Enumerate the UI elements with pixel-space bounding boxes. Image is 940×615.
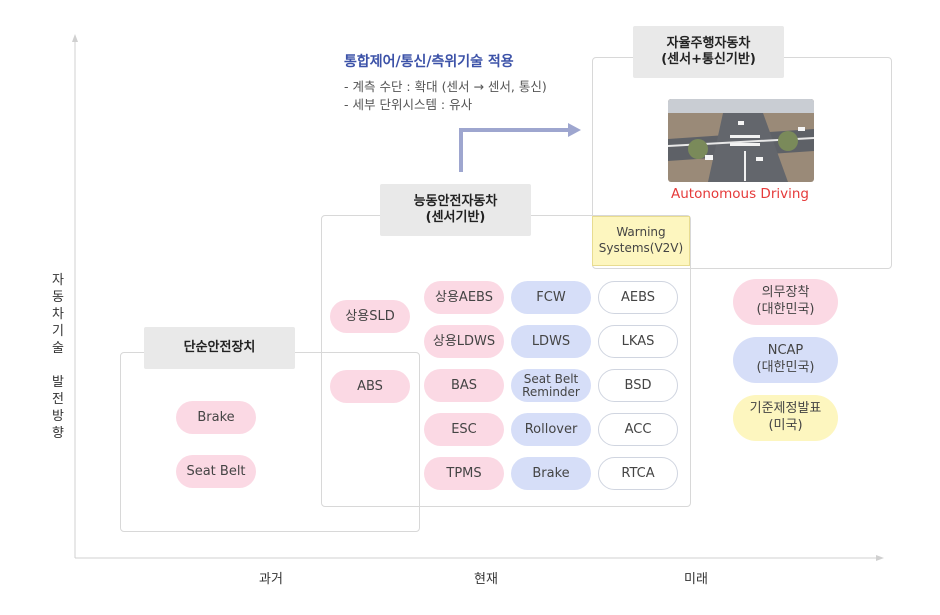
- autonomous-driving-image: [668, 99, 814, 182]
- tech-line-1: - 계측 수단 : 확대 (센서 → 센서, 통신): [344, 79, 547, 94]
- stage-active-label: 능동안전자동차 (센서기반): [380, 184, 531, 236]
- active-item-acc: ACC: [598, 413, 678, 446]
- active-item-rollover: Rollover: [511, 413, 591, 446]
- tech-line-2: - 세부 단위시스템 : 유사: [344, 97, 473, 112]
- active-item-bas: BAS: [424, 369, 504, 402]
- stage-simple-label: 단순안전장치: [144, 327, 295, 369]
- x-label-future: 미래: [684, 572, 708, 587]
- active-item-tpms: TPMS: [424, 457, 504, 490]
- active-item-brake: Brake: [511, 457, 591, 490]
- stage-autonomous-label: 자율주행자동차 (센서+통신기반): [633, 26, 784, 78]
- active-item-seatbelt-reminder: Seat Belt Reminder: [511, 369, 591, 402]
- x-label-present: 현재: [474, 572, 498, 587]
- active-item-lkas: LKAS: [598, 325, 678, 358]
- simple-item-brake: Brake: [176, 401, 256, 434]
- autonomous-driving-caption: Autonomous Driving: [670, 186, 809, 202]
- active-item-ldws: LDWS: [511, 325, 591, 358]
- simple-item-seatbelt: Seat Belt: [176, 455, 256, 488]
- active-item-commercial-aebs: 상용AEBS: [424, 281, 504, 314]
- y-axis-label: 자 동 차 기 술 발 전 방 향: [52, 273, 64, 441]
- legend-mandatory: 의무장착 (대한민국): [733, 279, 838, 325]
- active-item-aebs: AEBS: [598, 281, 678, 314]
- x-axis-arrowhead: [876, 555, 884, 561]
- active-item-esc: ESC: [424, 413, 504, 446]
- legend-standard: 기준제정발표 (미국): [733, 395, 838, 441]
- progress-arrow: [459, 128, 570, 172]
- active-item-fcw: FCW: [511, 281, 591, 314]
- progress-arrowhead: [568, 123, 581, 137]
- tech-title: 통합제어/통신/측위기술 적용: [344, 54, 514, 70]
- active-item-commercial-ldws: 상용LDWS: [424, 325, 504, 358]
- legend-ncap: NCAP (대한민국): [733, 337, 838, 383]
- active-item-abs: ABS: [330, 370, 410, 403]
- y-axis-arrowhead: [72, 34, 78, 42]
- x-label-past: 과거: [259, 572, 283, 587]
- warning-systems-box: Warning Systems(V2V): [592, 216, 690, 266]
- active-item-rtca: RTCA: [598, 457, 678, 490]
- active-item-sld: 상용SLD: [330, 300, 410, 333]
- active-item-bsd: BSD: [598, 369, 678, 402]
